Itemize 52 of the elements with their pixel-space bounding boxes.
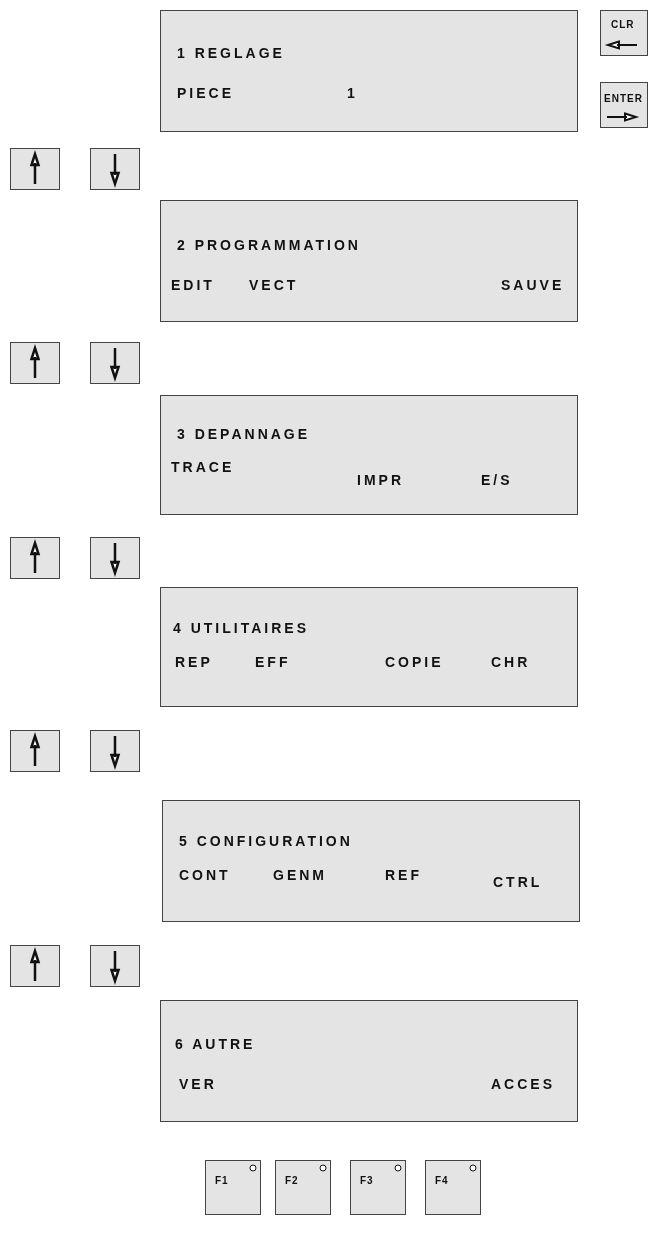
arrow-key: [10, 148, 60, 190]
menu-option: PIECE: [177, 85, 234, 101]
keypad-key: [600, 10, 648, 56]
menu-title: 6 AUTRE: [175, 1036, 256, 1052]
display-screen: [160, 395, 578, 515]
menu-title: 5 CONFIGURATION: [179, 833, 353, 849]
menu-title: 4 UTILITAIRES: [173, 620, 309, 636]
menu-option: CHR: [491, 654, 531, 670]
menu-title: 2 PROGRAMMATION: [177, 237, 361, 253]
menu-option: 1: [347, 85, 358, 101]
menu-option: SAUVE: [501, 277, 565, 293]
key-label: ENTER: [604, 93, 643, 105]
display-screen: [160, 1000, 578, 1122]
menu-option: REP: [175, 654, 213, 670]
arrow-key: [10, 537, 60, 579]
function-key: [275, 1160, 331, 1215]
function-key: [350, 1160, 406, 1215]
arrow-key: [90, 537, 140, 579]
menu-option: VER: [179, 1076, 217, 1092]
display-screen: [160, 10, 578, 132]
key-label: F3: [360, 1175, 374, 1187]
menu-option: EFF: [255, 654, 291, 670]
function-key: [425, 1160, 481, 1215]
arrow-key: [90, 148, 140, 190]
menu-option: E/S: [481, 472, 513, 488]
arrow-key: [90, 945, 140, 987]
display-screen: [160, 200, 578, 322]
menu-option: ACCES: [491, 1076, 555, 1092]
display-screen: [160, 587, 578, 707]
display-screen: [162, 800, 580, 922]
menu-option: EDIT: [171, 277, 215, 293]
function-key: [205, 1160, 261, 1215]
menu-option: CTRL: [493, 874, 543, 890]
key-label: F1: [215, 1175, 229, 1187]
menu-option: VECT: [249, 277, 299, 293]
arrow-key: [10, 730, 60, 772]
key-label: CLR: [611, 19, 635, 31]
key-label: F4: [435, 1175, 449, 1187]
keypad-key: [600, 82, 648, 128]
arrow-key: [10, 342, 60, 384]
menu-option: REF: [385, 867, 422, 883]
arrow-key: [90, 730, 140, 772]
menu-option: TRACE: [171, 459, 235, 475]
key-label: F2: [285, 1175, 299, 1187]
menu-option: COPIE: [385, 654, 444, 670]
menu-option: GENM: [273, 867, 327, 883]
menu-option: CONT: [179, 867, 231, 883]
arrow-key: [10, 945, 60, 987]
menu-option: IMPR: [357, 472, 404, 488]
arrow-key: [90, 342, 140, 384]
menu-title: 1 REGLAGE: [177, 45, 285, 61]
menu-title: 3 DEPANNAGE: [177, 426, 311, 442]
